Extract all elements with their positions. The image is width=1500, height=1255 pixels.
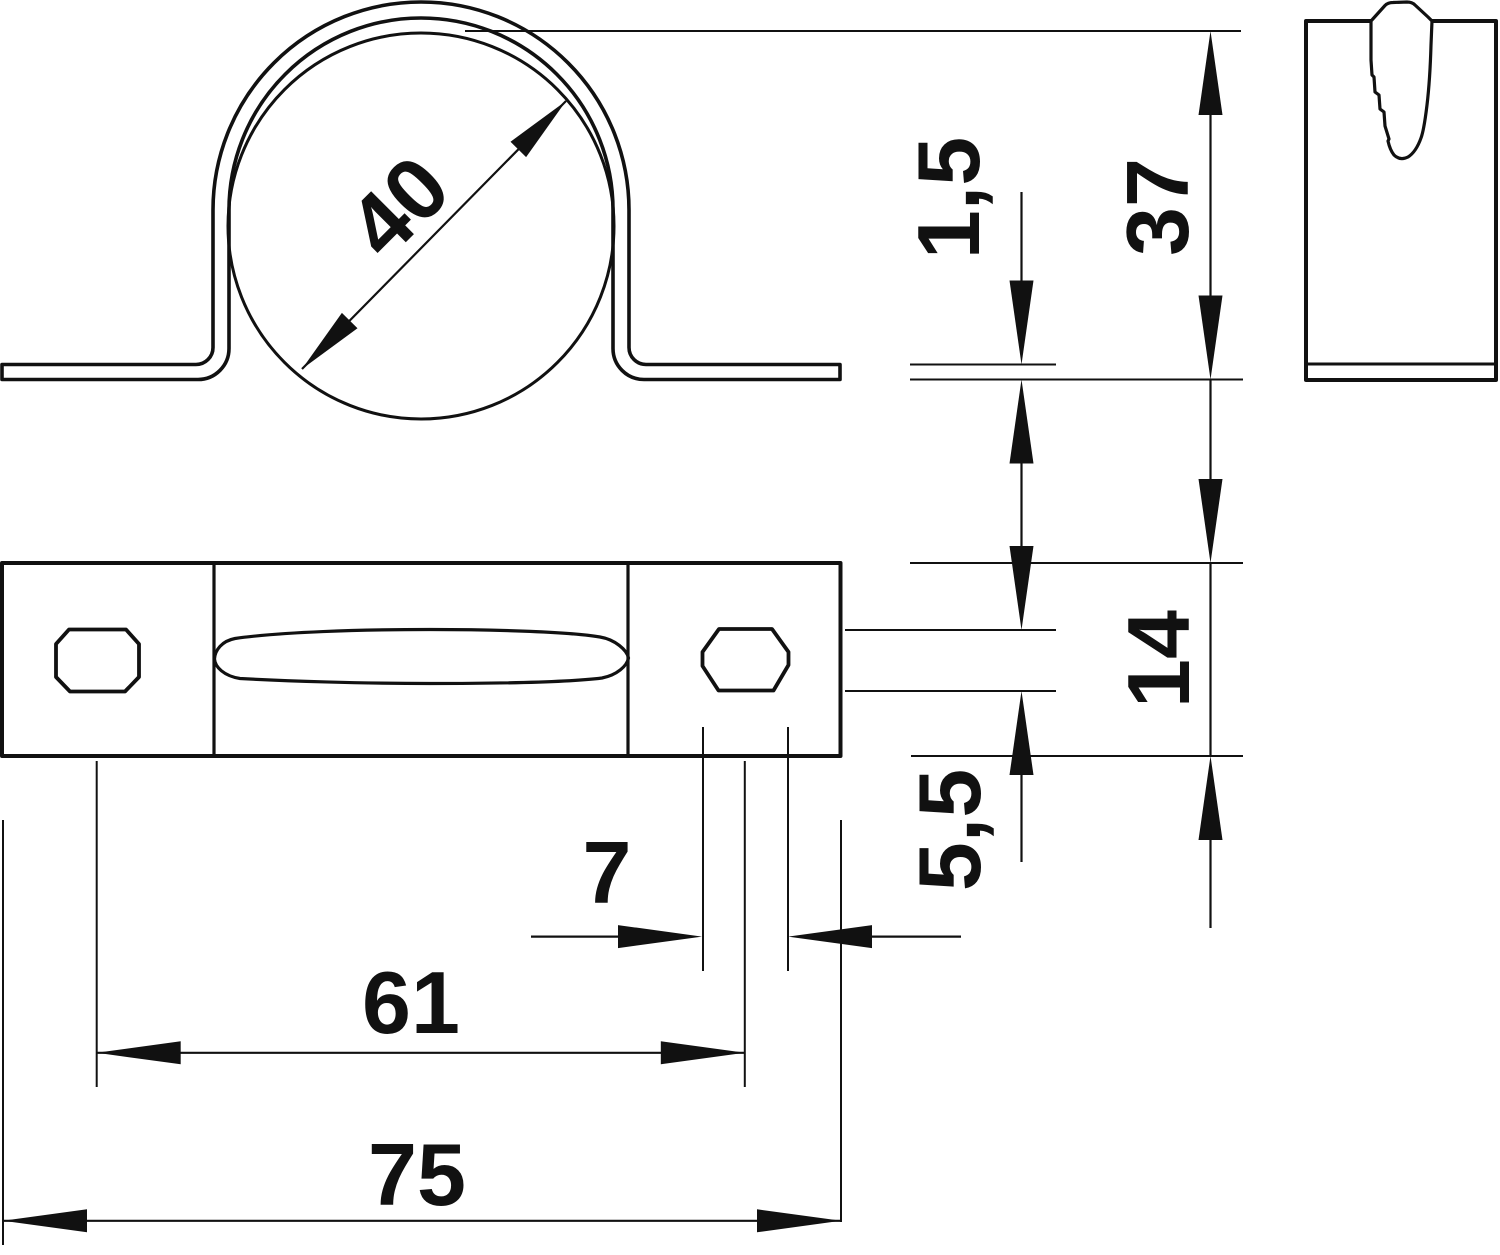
extension-lines — [2, 30, 1243, 1245]
dim-14-arrow-bottom — [1198, 756, 1223, 840]
fastening-hole-right — [700, 627, 791, 693]
dim-75-arrow-right — [757, 1209, 841, 1233]
dim-40-label: 40 — [329, 137, 468, 276]
dimension-hole-width: 7 — [531, 823, 961, 949]
dimension-strap-width: 14 — [1109, 379, 1223, 928]
pipe-circle — [226, 31, 616, 421]
center-slot — [212, 627, 631, 686]
side-view-body — [1304, 19, 1498, 382]
dim-1-5-arrow-bottom — [1009, 379, 1034, 464]
base-strip-outline — [0, 561, 843, 758]
dim-1-5-arrow-top — [1009, 280, 1034, 365]
dim-5-5-arrow-top — [1009, 546, 1034, 630]
dim-7-arrow-right — [788, 925, 872, 949]
dim-40-arrow-lower — [302, 312, 358, 369]
dimension-overall-height: 37 — [1108, 31, 1223, 380]
dimension-hole-height: 5,5 — [900, 463, 1034, 891]
front-view — [0, 0, 842, 421]
dim-1-5-label: 1,5 — [899, 137, 998, 259]
dimension-pipe-diameter: 40 — [301, 100, 567, 370]
dim-61-arrow-right — [660, 1041, 745, 1065]
dimension-material-thickness: 1,5 — [899, 137, 1034, 464]
dim-75-arrow-left — [3, 1209, 87, 1233]
dimension-overall-length: 75 — [3, 1125, 841, 1233]
fastening-hole-left — [54, 627, 141, 694]
dim-37-label: 37 — [1108, 158, 1207, 256]
dim-37-arrow-bottom — [1198, 295, 1223, 380]
side-view-slot — [1369, 0, 1434, 161]
dim-40-arrow-upper — [510, 101, 566, 158]
side-view — [1304, 0, 1498, 382]
dim-61-arrow-left — [96, 1041, 181, 1065]
dim-5-5-label: 5,5 — [900, 769, 999, 891]
dimension-hole-spacing: 61 — [96, 953, 745, 1065]
clamp-strap-outline — [0, 0, 842, 382]
dim-75-label: 75 — [368, 1125, 466, 1224]
dim-14-arrow-top — [1198, 479, 1223, 563]
dim-7-arrow-left — [618, 925, 702, 949]
dim-37-arrow-top — [1198, 31, 1223, 115]
dim-61-label: 61 — [362, 953, 460, 1052]
top-view — [0, 561, 843, 758]
dim-7-label: 7 — [583, 823, 632, 922]
dim-14-label: 14 — [1109, 610, 1208, 708]
dim-5-5-arrow-bottom — [1009, 691, 1034, 775]
